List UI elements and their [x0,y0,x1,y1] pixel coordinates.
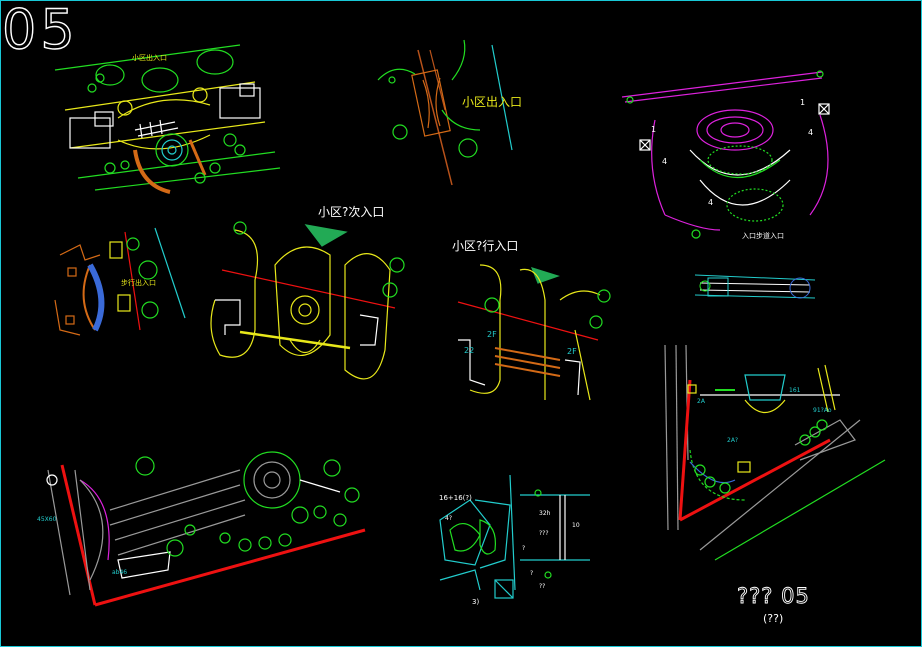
panel3-num-4c: 4 [708,198,714,207]
panel8-tag5: ?? [539,583,546,590]
panel6-2f-b: 2F [567,347,577,356]
sheet-title: ??? 05 [737,584,810,609]
plan-cyan-entrance [439,474,590,599]
panel3-num-4a: 4 [662,157,668,166]
plan-entrance-6 [457,264,611,401]
panel3-num-1: 1 [651,125,657,134]
panel1-label: 小区出入口 [132,54,167,62]
plan-entrance-4 [54,227,186,336]
plan-plaza [46,451,366,607]
panel2-label: 小区出入口 [462,95,523,109]
sheet-subtitle: (??) [763,612,784,625]
panel9-tag1: 161 [789,387,801,394]
panel8-tag1: 16+16(?) [439,494,472,502]
panel5-label: 小区?次入口 [318,205,385,219]
panel3-num-1b: 1 [800,98,806,107]
panel8-tag9: 4? [445,515,453,522]
panel7-tag1: 45X60 [37,516,57,523]
panel3-caption: 入口步道入口 [742,232,784,240]
plan-road-corner [664,344,886,561]
plan-strip [694,274,816,299]
plan-entrance-1 [54,44,281,194]
sheet-number: 05 [1,0,79,62]
panel9-tag4: 2A? [727,437,739,444]
panel3-num-4b: 4 [808,128,814,137]
panel7-tag2: ab46 [112,569,128,576]
plan-entrance-5 [210,221,405,380]
panel8-tag7: ? [522,545,526,552]
plan-entrance-2 [377,39,513,186]
panel6-2f-a: 2F [487,330,497,339]
panel8-tag6: 3) [472,598,480,606]
panel8-tag2: 32h [539,510,551,517]
panel8-tag4: 10 [572,522,580,529]
panel8-tag3: ??? [539,530,549,537]
plan-entrance-3 [621,70,830,239]
panel9-tag2: 2A [697,398,705,405]
panel6-22: 22 [464,346,475,355]
panel4-label: 步行出入口 [121,279,156,287]
panel6-label: 小区?行入口 [452,239,519,253]
panel9-tag3: 91?Ao [813,407,832,414]
panel8-tag8: ? [530,570,534,577]
